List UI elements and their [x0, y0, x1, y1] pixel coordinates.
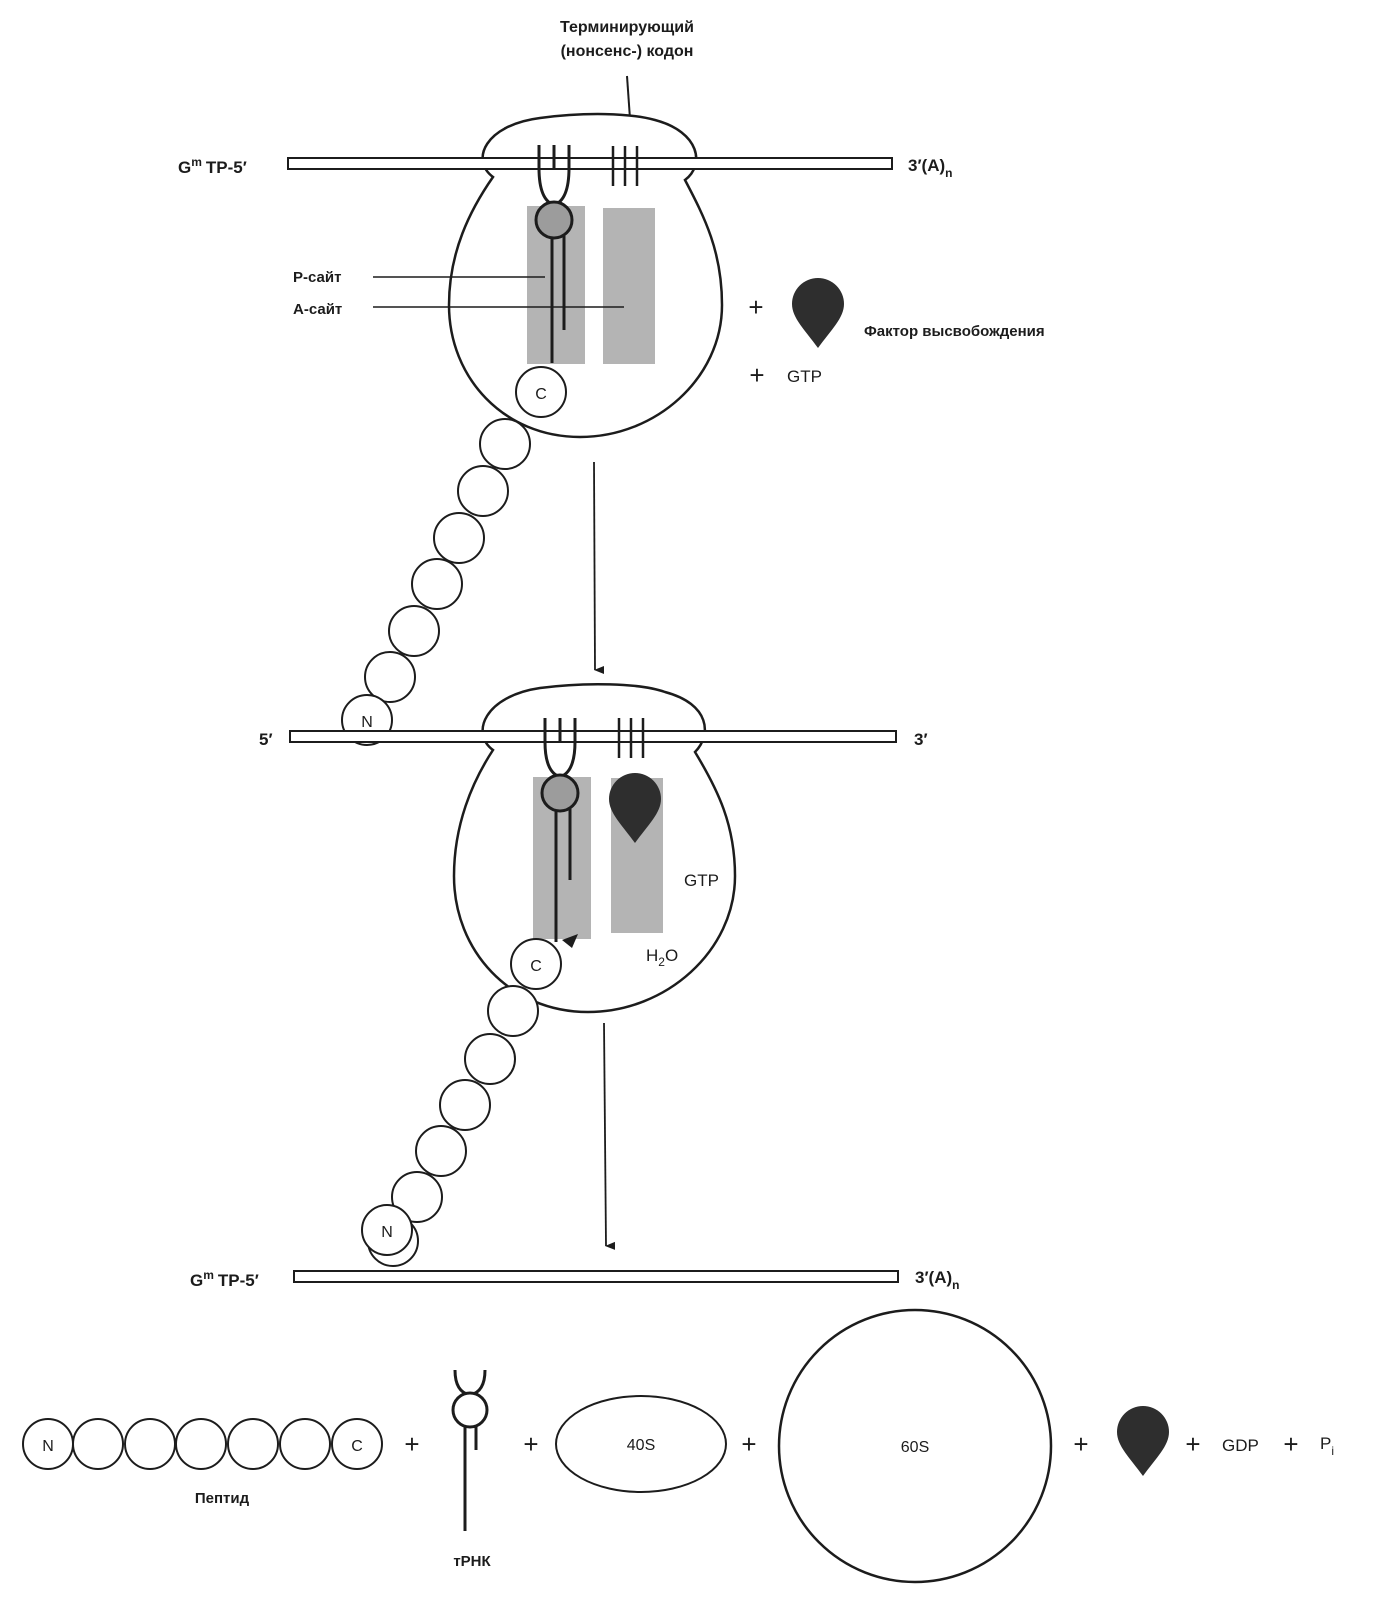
release-factor-bound-icon [609, 773, 661, 843]
trna-p-site-2 [540, 718, 580, 942]
stop-codon-ticks-1 [611, 146, 639, 186]
a-site-region-1 [603, 208, 655, 364]
trna-label: тРНК [453, 1553, 491, 1570]
small-subunit-40s [555, 1395, 727, 1493]
plus-sign: + [749, 360, 764, 390]
trna-p-site-1 [534, 145, 574, 363]
n-terminus-label-2: N [381, 1224, 393, 1241]
mrna-strand-3 [293, 1270, 899, 1283]
c-terminus-label-2: C [530, 958, 542, 975]
released-factor-icon [1117, 1406, 1169, 1476]
peptide-chain-2 [361, 938, 562, 1267]
mrna-strand-2 [289, 730, 897, 743]
release-factor-label: Фактор высвобождения [864, 323, 1045, 340]
peptide-label: Пептид [195, 1490, 250, 1507]
gtp-label-2: GTP [684, 871, 719, 890]
mrna-5-label-2: 5′ [259, 730, 273, 749]
plus-sign: + [1185, 1429, 1200, 1459]
peptide-chain-1 [341, 366, 567, 746]
large-subunit-60s [777, 1308, 1053, 1584]
reaction-arrow-2 [603, 1022, 616, 1250]
peptide-c-label: C [351, 1438, 363, 1455]
plus-sign: + [1283, 1429, 1298, 1459]
mrna-3-poly-a-label-3: 3′(A)n [915, 1268, 959, 1292]
plus-sign: + [404, 1429, 419, 1459]
water-label: H2O [646, 946, 678, 969]
gdp-label: GDP [1222, 1436, 1259, 1455]
terminating-codon-label-line2: (нонсенс-) кодон [561, 43, 694, 60]
mrna-3-label-2: 3′ [914, 730, 928, 749]
plus-sign: + [748, 292, 763, 322]
stage-1: Терминирующий (нонсенс-) кодон P-сайт [178, 19, 1045, 746]
stage-2: GTP H2O C N 5′ 3′ [259, 682, 928, 1267]
released-trna [451, 1369, 489, 1531]
peptide-n-label: N [42, 1438, 54, 1455]
gtp-label-1: GTP [787, 367, 822, 386]
large-subunit-label: 60S [901, 1439, 929, 1456]
reaction-arrow-1 [593, 461, 605, 674]
plus-sign: + [523, 1429, 538, 1459]
plus-sign: + [741, 1429, 756, 1459]
released-peptide [22, 1418, 383, 1470]
c-terminus-label-1: C [535, 386, 547, 403]
mrna-3-poly-a-label-1: 3′(A)n [908, 156, 952, 180]
stop-codon-ticks-2 [617, 718, 645, 758]
n-terminus-label-1: N [361, 714, 373, 731]
p-site-label: P-сайт [293, 269, 341, 286]
mrna-strand-1 [287, 157, 893, 170]
a-site-label: A-сайт [293, 301, 342, 318]
ribosome-2 [452, 682, 737, 1014]
terminating-codon-label-line1: Терминирующий [560, 19, 694, 36]
phosphate-label: Pi [1320, 1434, 1334, 1458]
small-subunit-label: 40S [627, 1437, 655, 1454]
release-factor-icon [792, 278, 844, 348]
plus-sign: + [1073, 1429, 1088, 1459]
cleavage-marker [562, 934, 578, 948]
